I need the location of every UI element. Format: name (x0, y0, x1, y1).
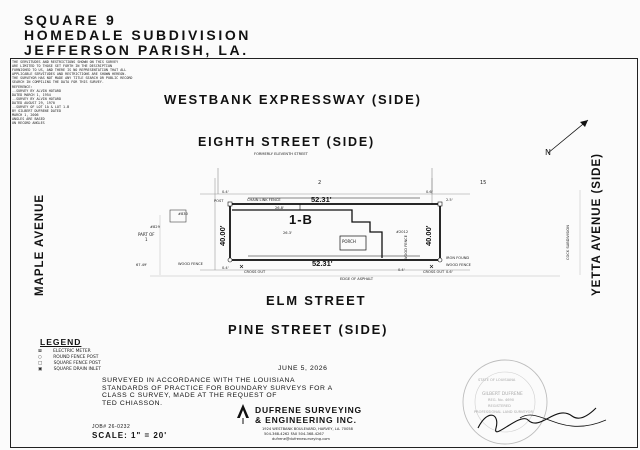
building-footprint (232, 209, 383, 258)
job-number: JOB# 26-0232 (92, 424, 131, 430)
cross-out-mark (239, 264, 244, 269)
seal-line-3: REG. No. 4690 (488, 398, 515, 402)
fence-right-label: WOOD FENCE (446, 263, 471, 267)
top-dimension: 52.31' (311, 195, 332, 204)
surveyor-signature (477, 407, 597, 433)
legend-item: ○ ROUND FENCE POST (38, 355, 99, 360)
cross-out-left: CROSS OUT (244, 270, 266, 274)
scale-label: SCALE: 1" = 20' (92, 431, 168, 440)
square-fence-post-icon (437, 201, 443, 207)
fence-top-label: CHAIN LINK FENCE (247, 198, 281, 202)
edge-of-asphalt: EDGE OF ASPHALT (340, 277, 374, 281)
street-eighth: EIGHTH STREET (SIDE) (198, 135, 375, 149)
round-post-icon: ○ (38, 355, 42, 360)
survey-notes: THE SERVITUDES AND RESTRICTIONS SHOWN ON… (12, 60, 133, 126)
seal-line-2: GILBERT DUFRENE (482, 392, 523, 397)
round-fence-post-icon (227, 257, 233, 263)
street-pine: PINE STREET (SIDE) (228, 322, 389, 337)
sq-mark-4: 0.4' (222, 266, 229, 270)
legend-item: □ SQUARE FENCE POST (38, 361, 101, 366)
left-dimension: 40.00' (218, 225, 227, 246)
lot-left: PART OF 1 (138, 232, 155, 242)
legend-item: ▣ SQUARE DRAIN INLET (38, 367, 101, 372)
left-building-address: #829 (150, 225, 160, 229)
north-label: N (545, 148, 551, 157)
bottom-dimension: 52.31' (312, 259, 333, 268)
survey-date: JUNE 5, 2026 (278, 365, 328, 372)
address-right: #2012 (396, 230, 409, 234)
inner-dim-top: 26.8' (275, 206, 284, 210)
cross-out-mark (429, 264, 434, 269)
post-label: POST (214, 199, 224, 203)
square-fence-post-icon (227, 201, 233, 207)
sq-mark-3: 2.5' (446, 198, 453, 202)
porch-outline (339, 235, 367, 251)
lot-1b-boundary (229, 203, 441, 261)
fence-left-label: WOOD FENCE (178, 262, 203, 266)
iron-rod-label: IRON FOUND (446, 256, 470, 260)
street-elm: ELM STREET (266, 293, 367, 308)
sq-mark-1: 0.4' (222, 190, 229, 194)
drain-inlet-icon: ▣ (38, 367, 43, 372)
company-name-1: DUFRENE SURVEYING (255, 405, 362, 415)
legend-title: LEGEND (40, 337, 82, 347)
right-dimension: 40.00' (424, 225, 433, 246)
company-logo-icon (237, 404, 249, 424)
round-fence-post-icon (437, 257, 443, 263)
sq-mark-5: 0.4' (398, 268, 405, 272)
seal-line-5: PROFESSIONAL LAND SURVEYOR (474, 410, 533, 414)
company-name-2: & ENGINEERING INC. (255, 415, 357, 425)
address-left: #830 (178, 212, 188, 216)
drawing-frame (10, 58, 638, 448)
electric-meter-icon: ⊠ (38, 349, 42, 354)
lot-label: 1-B (289, 212, 313, 227)
porch-label: PORCH (342, 239, 356, 244)
lot-above: 2 (318, 180, 322, 186)
header-parish: JEFFERSON PARISH, LA. (24, 42, 249, 58)
sq-mark-2: 0.6' (426, 190, 433, 194)
street-eighth-formerly: FORMERLY ELEVENTH STREET (254, 152, 308, 156)
company-address: 1924 WESTBANK BOULEVARD, HARVEY, LA. 700… (262, 427, 353, 431)
company-email: dufrene@dufrenesurveying.com (272, 437, 330, 441)
legend-item: ⊠ ELECTRIC METER (38, 349, 91, 354)
certification-text: SURVEYED IN ACCORDANCE WITH THE LOUISIAN… (102, 377, 333, 407)
header-square: SQUARE 9 (24, 12, 117, 28)
seal-line-4: REGISTERED (488, 404, 511, 408)
inner-dim-mid: 26.3' (283, 231, 292, 235)
lot-right-top: 15 (480, 180, 487, 186)
seal-line-1: STATE OF LOUISIANA (478, 378, 516, 382)
fence-bottom-label: WOOD FENCE (404, 235, 408, 260)
company-phone: 504-368-4262 FAX 504-368-4267 (264, 432, 324, 436)
adjacent-building-left (169, 209, 187, 223)
cross-out-right: CROSS OUT (423, 270, 445, 274)
left-edge-dim: 67.49' (136, 263, 148, 267)
north-arrow-icon (547, 119, 589, 154)
surveyor-seal (462, 359, 548, 445)
square-post-icon: □ (38, 361, 43, 366)
header-subdivision: HOMEDALE SUBDIVISION (24, 27, 252, 43)
cock-subdivision: COCK SUBDIVISION (566, 225, 570, 260)
street-westbank: WESTBANK EXPRESSWAY (SIDE) (164, 92, 422, 107)
sq-mark-6: 0.6' (446, 270, 453, 274)
